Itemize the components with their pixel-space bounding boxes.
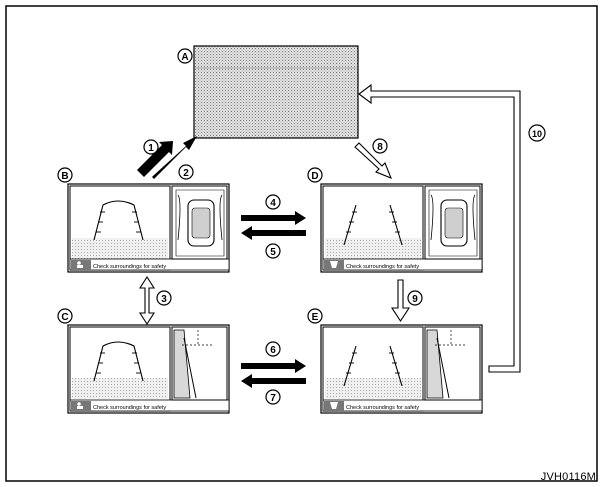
step-number-4: 4: [270, 198, 276, 209]
step-marker-6: 6: [265, 341, 281, 357]
screen-a-marker: A: [177, 48, 193, 64]
screen-c-label: C: [61, 312, 68, 323]
screen-e-caption: Check surroundings for safety: [346, 405, 419, 411]
step-marker-4: 4: [265, 194, 281, 210]
arrow-3: [138, 275, 156, 326]
screen-a-label: A: [181, 52, 188, 63]
step-marker-10: 10: [528, 124, 546, 142]
screen-d: Check surroundings for safety D: [307, 167, 483, 273]
step-number-3: 3: [161, 294, 167, 305]
screen-c-caption: Check surroundings for safety: [93, 405, 166, 411]
screen-d-caption: Check surroundings for safety: [346, 264, 419, 270]
step-number-2: 2: [183, 168, 189, 179]
screen-b-marker: B: [57, 167, 73, 183]
screen-b: Check surroundings for safety B: [57, 167, 230, 273]
screen-e-label: E: [312, 312, 319, 323]
arrow-9: [390, 279, 411, 323]
screen-d-label: D: [311, 171, 318, 182]
step-marker-5: 5: [265, 243, 281, 259]
figure-id: JVH0116M: [540, 471, 596, 483]
figure-frame: [5, 5, 598, 482]
step-number-5: 5: [270, 247, 276, 258]
arrow-6: [241, 359, 306, 373]
arrow-8: [354, 142, 392, 179]
screen-c-marker: C: [57, 308, 73, 324]
step-number-8: 8: [377, 142, 383, 153]
screen-a-display: [193, 45, 359, 139]
screen-c: Check surroundings for safety C: [57, 308, 230, 414]
screen-a: A: [177, 45, 359, 139]
screen-b-caption: Check surroundings for safety: [93, 264, 166, 270]
step-marker-3: 3: [156, 290, 172, 306]
step-marker-7: 7: [265, 389, 281, 405]
arrow-4: [241, 211, 306, 225]
arrow-10: [358, 83, 521, 373]
step-number-6: 6: [270, 345, 276, 356]
step-marker-8: 8: [372, 138, 388, 154]
arrow-1: [137, 141, 173, 177]
screen-e: Check surroundings for safety E: [307, 308, 483, 414]
step-marker-2: 2: [178, 164, 194, 180]
step-number-9: 9: [412, 294, 418, 305]
screen-e-marker: E: [307, 308, 323, 324]
step-number-7: 7: [270, 393, 276, 404]
step-number-1: 1: [148, 143, 154, 154]
arrow-2: [152, 136, 197, 179]
arrow-5: [241, 226, 306, 240]
screen-b-label: B: [61, 171, 68, 182]
step-number-10: 10: [532, 129, 542, 139]
step-marker-1: 1: [143, 139, 159, 155]
screen-d-marker: D: [307, 167, 323, 183]
arrow-7: [241, 374, 306, 388]
step-marker-9: 9: [407, 290, 423, 306]
